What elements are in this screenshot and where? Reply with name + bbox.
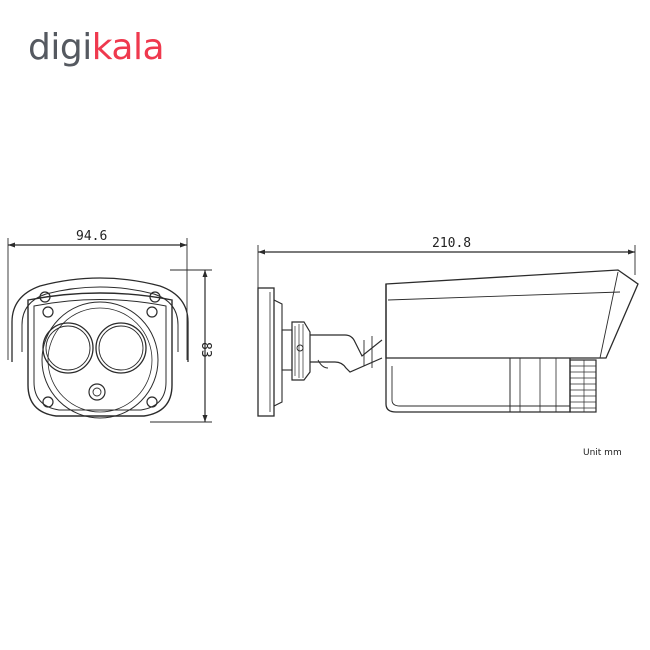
brand-logo: digikala [28, 27, 165, 68]
brand-logo-part-1: digi [28, 27, 92, 68]
side-view [257, 245, 639, 417]
height-label: 83 [198, 342, 213, 358]
side-length-label: 210.8 [432, 236, 471, 251]
unit-label: Unit mm [583, 448, 622, 458]
front-width-label: 94.6 [76, 229, 107, 244]
brand-logo-part-2: kala [91, 27, 165, 68]
front-view [7, 238, 212, 423]
